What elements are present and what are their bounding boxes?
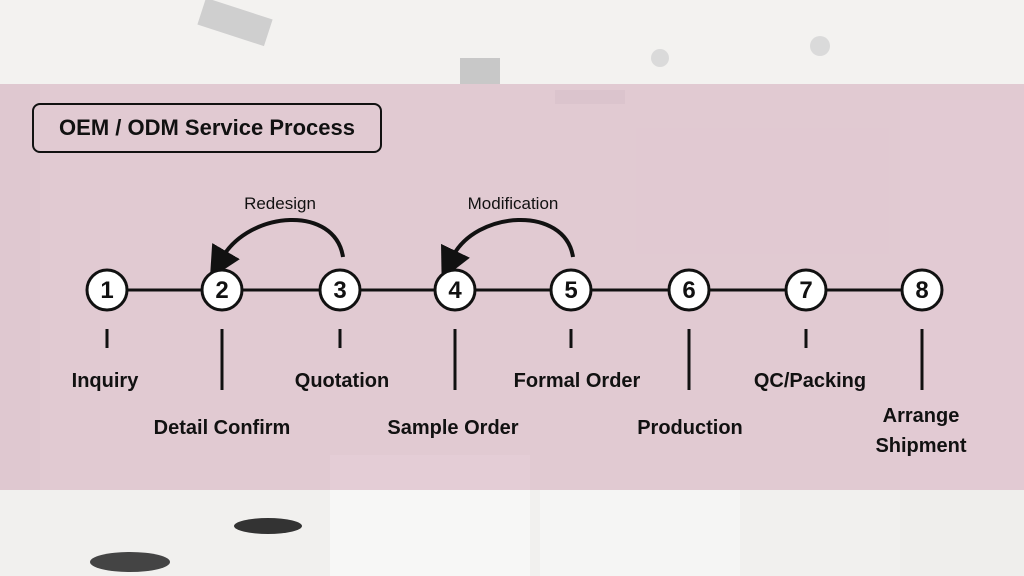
step-node-1: 1	[85, 268, 129, 312]
step-label-shipment: Shipment	[875, 435, 966, 457]
step-number: 8	[915, 277, 928, 304]
step-node-7: 7	[784, 268, 828, 312]
step-number: 1	[100, 277, 113, 304]
redesign-arrow	[209, 218, 345, 279]
step-label-inquiry: Inquiry	[72, 370, 140, 392]
step-label-qc-packing: QC/Packing	[754, 370, 866, 392]
step-node-2: 2	[200, 268, 244, 312]
page-title: OEM / ODM Service Process	[59, 115, 355, 140]
modification-label: Modification	[468, 194, 559, 213]
step-label-sample-order: Sample Order	[387, 417, 518, 439]
step-number: 2	[215, 277, 228, 304]
step-label-production: Production	[637, 417, 743, 439]
step-label-quotation: Quotation	[295, 370, 389, 392]
step-number: 6	[682, 277, 695, 304]
step-node-3: 3	[318, 268, 362, 312]
step-label-arrange: Arrange	[883, 405, 960, 427]
step-number: 3	[333, 277, 346, 304]
step-node-6: 6	[667, 268, 711, 312]
step-number: 4	[448, 277, 462, 304]
step-number: 5	[564, 277, 577, 304]
step-label-detail-confirm: Detail Confirm	[154, 417, 291, 439]
step-node-4: 4	[433, 268, 477, 312]
step-label-formal-order: Formal Order	[514, 370, 641, 392]
step-number: 7	[799, 277, 812, 304]
redesign-label: Redesign	[244, 194, 316, 213]
title-box: OEM / ODM Service Process	[32, 103, 382, 153]
step-node-5: 5	[549, 268, 593, 312]
modification-arrow	[441, 218, 575, 280]
step-node-8: 8	[900, 268, 944, 312]
